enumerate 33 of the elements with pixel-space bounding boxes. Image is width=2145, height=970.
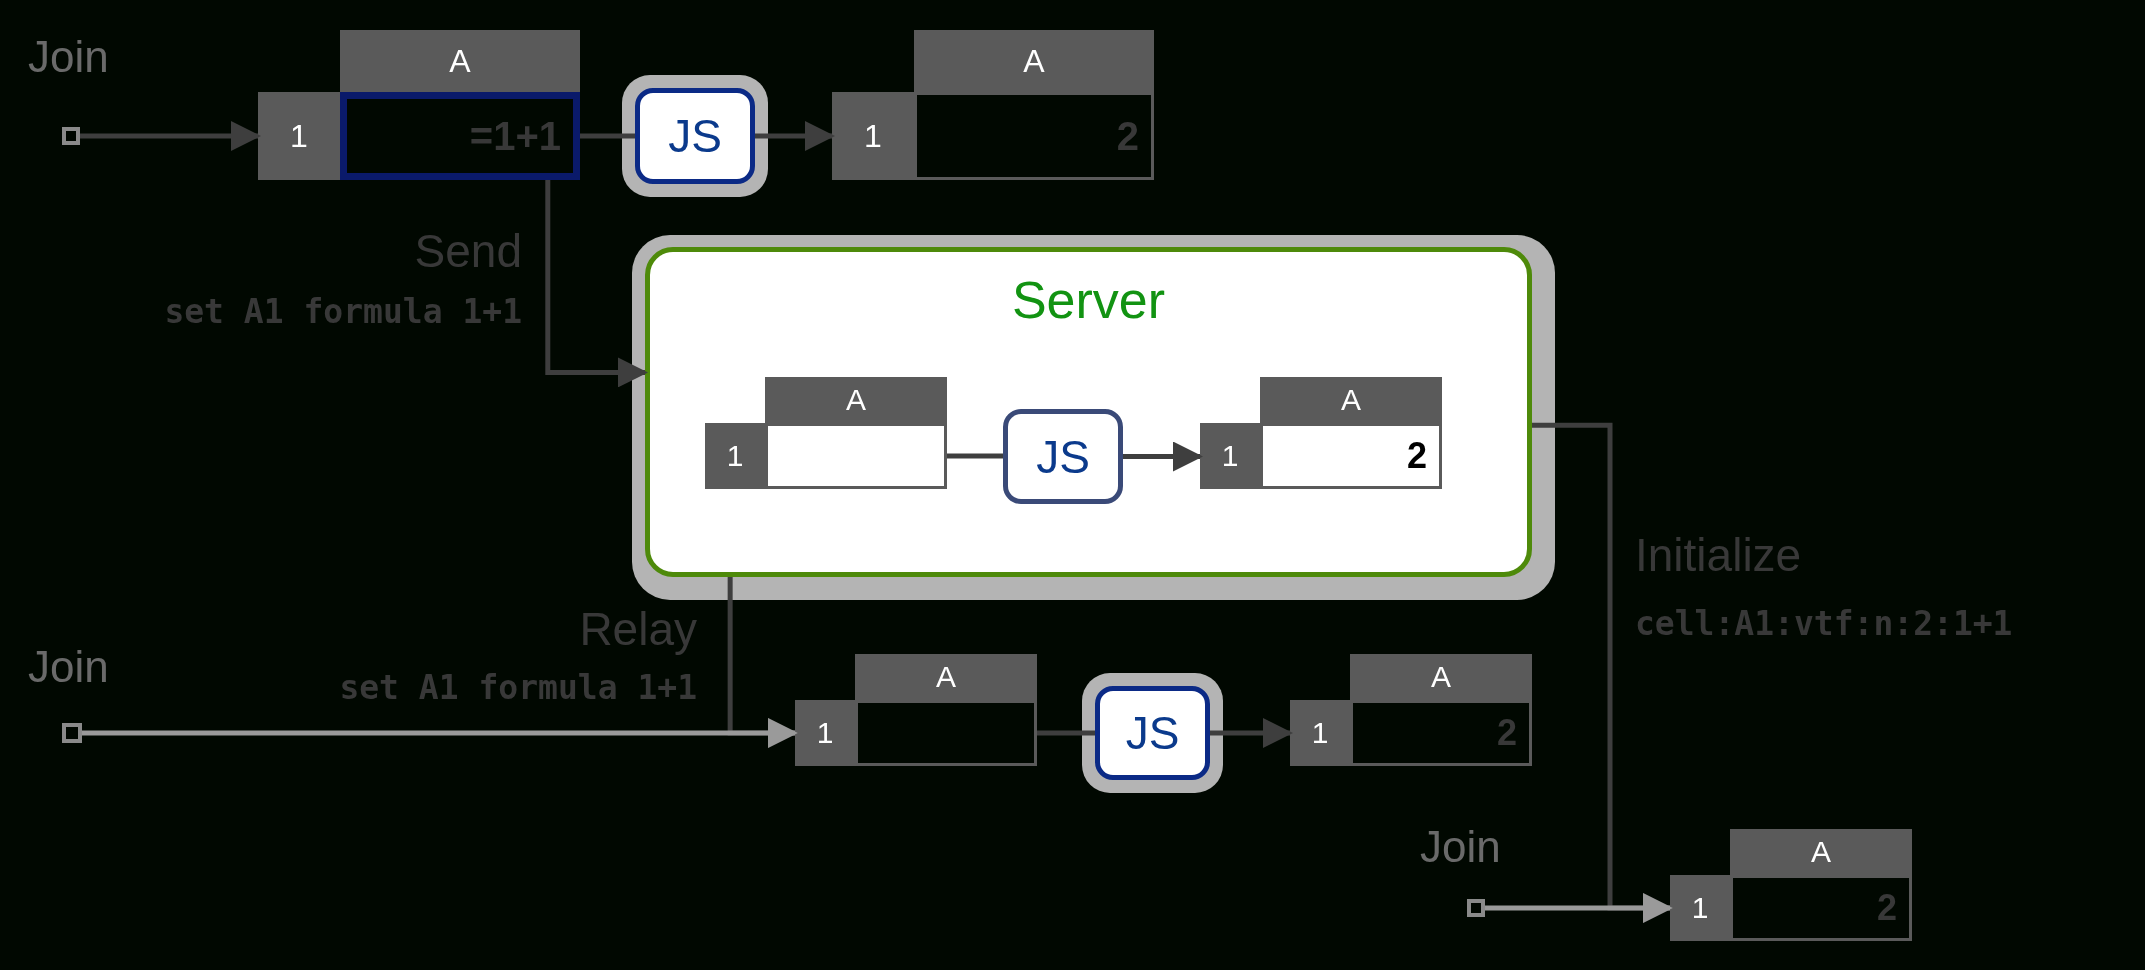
node-caption: Join bbox=[28, 642, 109, 692]
server-panel bbox=[645, 247, 1532, 577]
row-header: 1 bbox=[795, 700, 855, 766]
row-header: 1 bbox=[832, 92, 914, 180]
arrow bbox=[1123, 441, 1203, 472]
port-square bbox=[62, 723, 82, 743]
panel-title: Server bbox=[1011, 271, 1166, 329]
column-header: A bbox=[340, 30, 580, 92]
row-header: 1 bbox=[705, 423, 765, 489]
arrow bbox=[1210, 718, 1293, 748]
column-header: A bbox=[1350, 654, 1532, 700]
column-header: A bbox=[1730, 829, 1912, 875]
row-header: 1 bbox=[1290, 700, 1350, 766]
arrow bbox=[755, 121, 835, 151]
script-box: JS bbox=[635, 88, 755, 184]
script-box: JS bbox=[1095, 686, 1210, 780]
node-caption: Join bbox=[1420, 822, 1501, 872]
column-header: A bbox=[855, 654, 1037, 700]
arrow bbox=[545, 180, 648, 388]
column-header: A bbox=[765, 377, 947, 423]
row-header: 1 bbox=[258, 92, 340, 180]
node-caption: Join bbox=[28, 32, 109, 82]
arrow bbox=[80, 121, 261, 151]
arrow bbox=[82, 718, 798, 748]
row-header: 1 bbox=[1670, 875, 1730, 941]
port-square bbox=[1467, 899, 1485, 917]
arrow bbox=[1485, 893, 1673, 923]
column-header: A bbox=[914, 30, 1154, 92]
spreadsheet-cell: 2 bbox=[1260, 423, 1442, 489]
row-header: 1 bbox=[1200, 423, 1260, 489]
port-square bbox=[62, 127, 80, 145]
script-box: JS bbox=[1003, 409, 1123, 504]
column-header: A bbox=[1260, 377, 1442, 423]
